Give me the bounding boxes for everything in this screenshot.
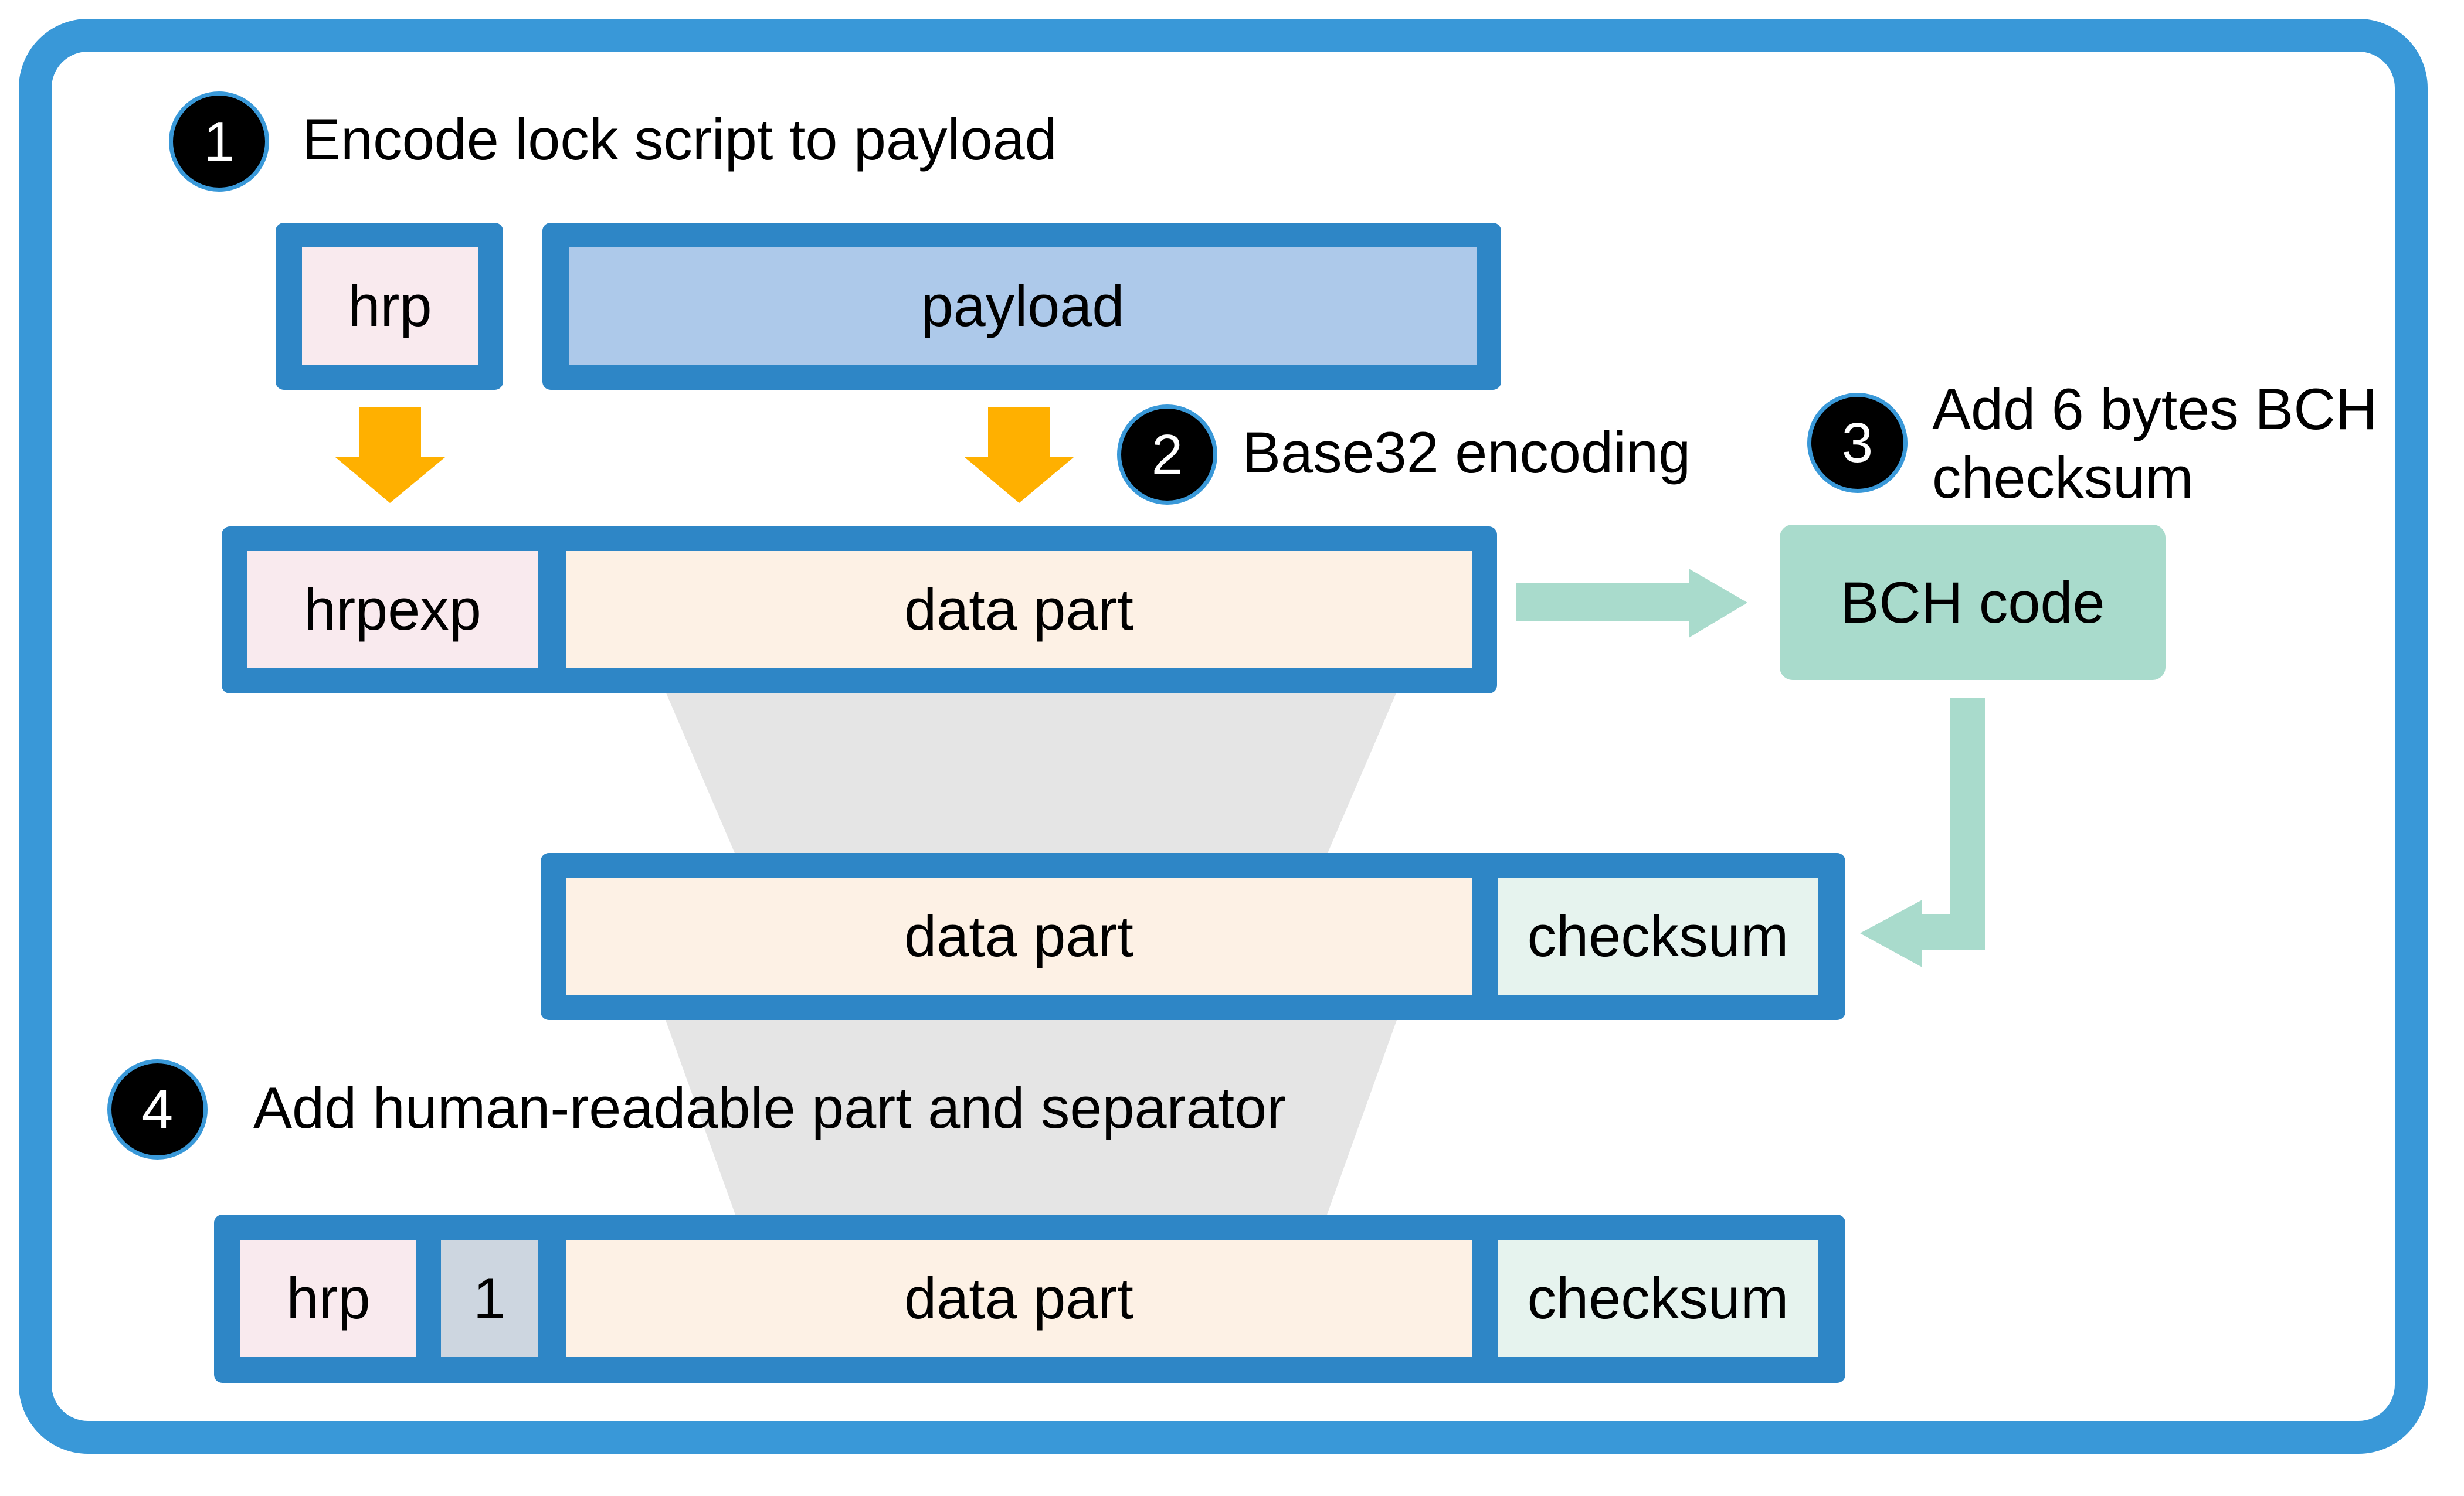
row4-separator-cell: 1 [441,1240,538,1357]
step-4-label: Add human-readable part and separator [253,1075,1287,1140]
arrow-down-payload-icon [965,407,1074,503]
row4-checksum-cell: checksum [1498,1240,1818,1357]
row2-hrpexp-cell: hrpexp [247,551,538,668]
row1-payload-cell: payload [569,247,1477,365]
step-1-badge: 1 [169,91,269,192]
row2-data-cell: data part [566,551,1472,668]
step-2-label: Base32 encoding [1242,420,1691,485]
funnel-row2-to-row3 [666,692,1397,856]
step-1-label: Encode lock script to payload [302,107,1057,172]
bch-code-box: BCH code [1780,525,2166,680]
row3-checksum-cell: checksum [1498,878,1818,995]
step-3-label-line2: checksum [1932,445,2194,510]
step-3-label-line1: Add 6 bytes BCH [1932,376,2378,441]
arrow-down-hrp-icon [335,407,445,503]
row3-data-cell: data part [566,878,1472,995]
step-4-badge: 4 [107,1059,208,1160]
arrow-right-bch-icon [1516,569,1747,638]
funnel-row3-to-row4 [666,1020,1397,1216]
row1-hrp-cell: hrp [302,247,478,365]
row4-data-cell: data part [566,1240,1472,1357]
step-2-badge: 2 [1117,404,1217,505]
row4-hrp-cell: hrp [240,1240,416,1357]
step-3-badge: 3 [1807,393,1908,493]
arrow-elbow-checksum-icon [1860,698,1985,967]
